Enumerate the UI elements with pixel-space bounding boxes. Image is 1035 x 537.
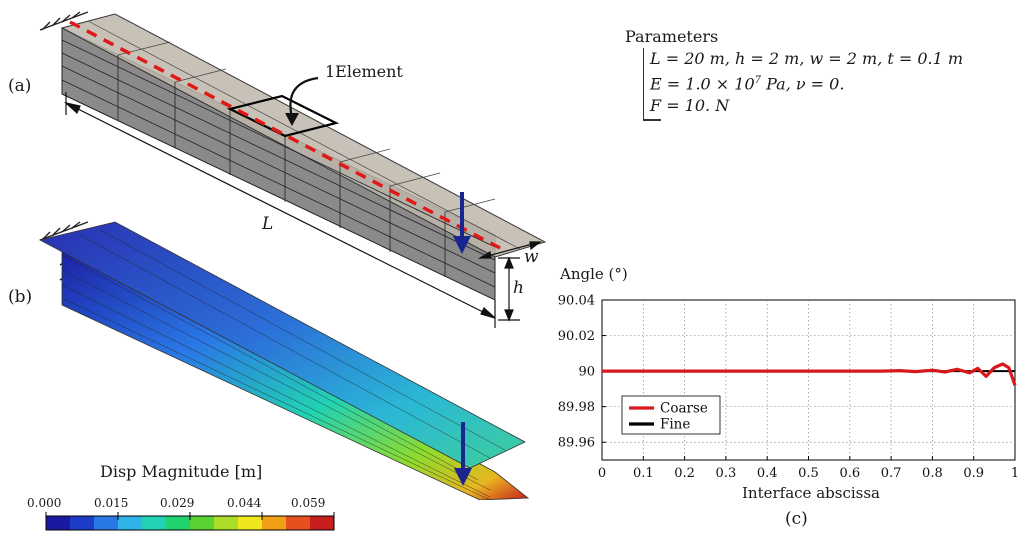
colorbar-tick-1: 0.015	[94, 496, 129, 510]
colorbar-swatch	[286, 516, 311, 530]
highlighted-element	[226, 94, 340, 138]
width-dimension	[477, 241, 542, 259]
colorbar-tick-0: 0.000	[27, 496, 62, 510]
load-arrow-a	[453, 192, 471, 254]
x-tick-label: 0	[598, 466, 606, 481]
parameters-title: Parameters	[625, 27, 719, 46]
x-tick-label: 0.3	[716, 466, 737, 481]
x-tick-label: 1	[1011, 466, 1019, 481]
colorbar-swatch	[118, 516, 143, 530]
width-label: w	[524, 247, 539, 267]
height-label: h	[513, 278, 524, 298]
x-tick-label: 0.2	[674, 466, 695, 481]
y-tick-label: 90.02	[558, 329, 595, 344]
colorbar-swatch	[94, 516, 119, 530]
element-label: 1Element	[325, 62, 403, 81]
colorbar-swatch	[310, 516, 335, 530]
length-dimension	[63, 92, 496, 328]
colorbar-tick-4: 0.059	[291, 496, 326, 510]
colorbar-swatch	[46, 516, 71, 530]
x-tick-label: 0.4	[757, 466, 778, 481]
legend-label-coarse: Coarse	[660, 401, 708, 417]
y-tick-label: 89.96	[558, 436, 595, 451]
colorbar-tick-3: 0.044	[227, 496, 262, 510]
param-line-geometry: L = 20 m, h = 2 m, w = 2 m, t = 0.1 m	[650, 49, 964, 68]
colorbar-swatch	[214, 516, 239, 530]
colorbar-swatch	[142, 516, 167, 530]
x-tick-label: 0.7	[881, 466, 902, 481]
beam-deformed-figure	[38, 221, 530, 500]
x-tick-label: 0.1	[633, 466, 654, 481]
x-tick-label: 0.9	[963, 466, 984, 481]
x-tick-label: 0.5	[798, 466, 819, 481]
x-tick-label: 0.6	[839, 466, 860, 481]
colorbar-swatch	[70, 516, 95, 530]
series-line-coarse	[602, 362, 1017, 386]
colorbar-swatch	[190, 516, 215, 530]
panel-label-a: (a)	[8, 76, 32, 96]
clamp-hatch-a	[39, 11, 89, 31]
chart-ylabel: Angle (°)	[560, 265, 628, 283]
y-tick-label: 89.98	[558, 400, 595, 415]
parameters-list: L = 20 m, h = 2 m, w = 2 m, t = 0.1 m E …	[643, 48, 964, 120]
load-arrow-b	[454, 422, 472, 486]
length-label: L	[262, 214, 274, 234]
chart-xlabel: Interface abscissa	[742, 484, 880, 502]
interface-centerline	[69, 20, 501, 250]
legend-label-fine: Fine	[660, 417, 690, 433]
colorbar-swatch	[238, 516, 263, 530]
y-tick-label: 90	[578, 365, 595, 380]
panel-label-c: (c)	[785, 509, 808, 529]
param-line-force: F = 10. N	[650, 96, 730, 116]
panel-label-b: (b)	[8, 287, 33, 307]
colorbar-tick-2: 0.029	[160, 496, 195, 510]
colorbar-swatch	[166, 516, 191, 530]
colorbar-swatch	[262, 516, 287, 530]
param-line-material: E = 1.0 × 107 Pa, ν = 0.	[650, 74, 845, 94]
angle-chart: 0 0.1 0.2 0.3 0.4 0.5 0.6 0.7 0.8 0.9 1 90.04 90.02 9…	[558, 294, 1019, 482]
height-dimension	[498, 256, 520, 322]
colorbar-title: Disp Magnitude [m]	[100, 462, 263, 481]
x-tick-label: 0.8	[922, 466, 943, 481]
beam-undeformed-figure	[39, 11, 547, 328]
y-tick-label: 90.04	[558, 294, 595, 309]
parameters-box: Parameters L = 20 m, h = 2 m, w = 2 m, t…	[625, 26, 963, 121]
colorbar	[45, 512, 335, 531]
